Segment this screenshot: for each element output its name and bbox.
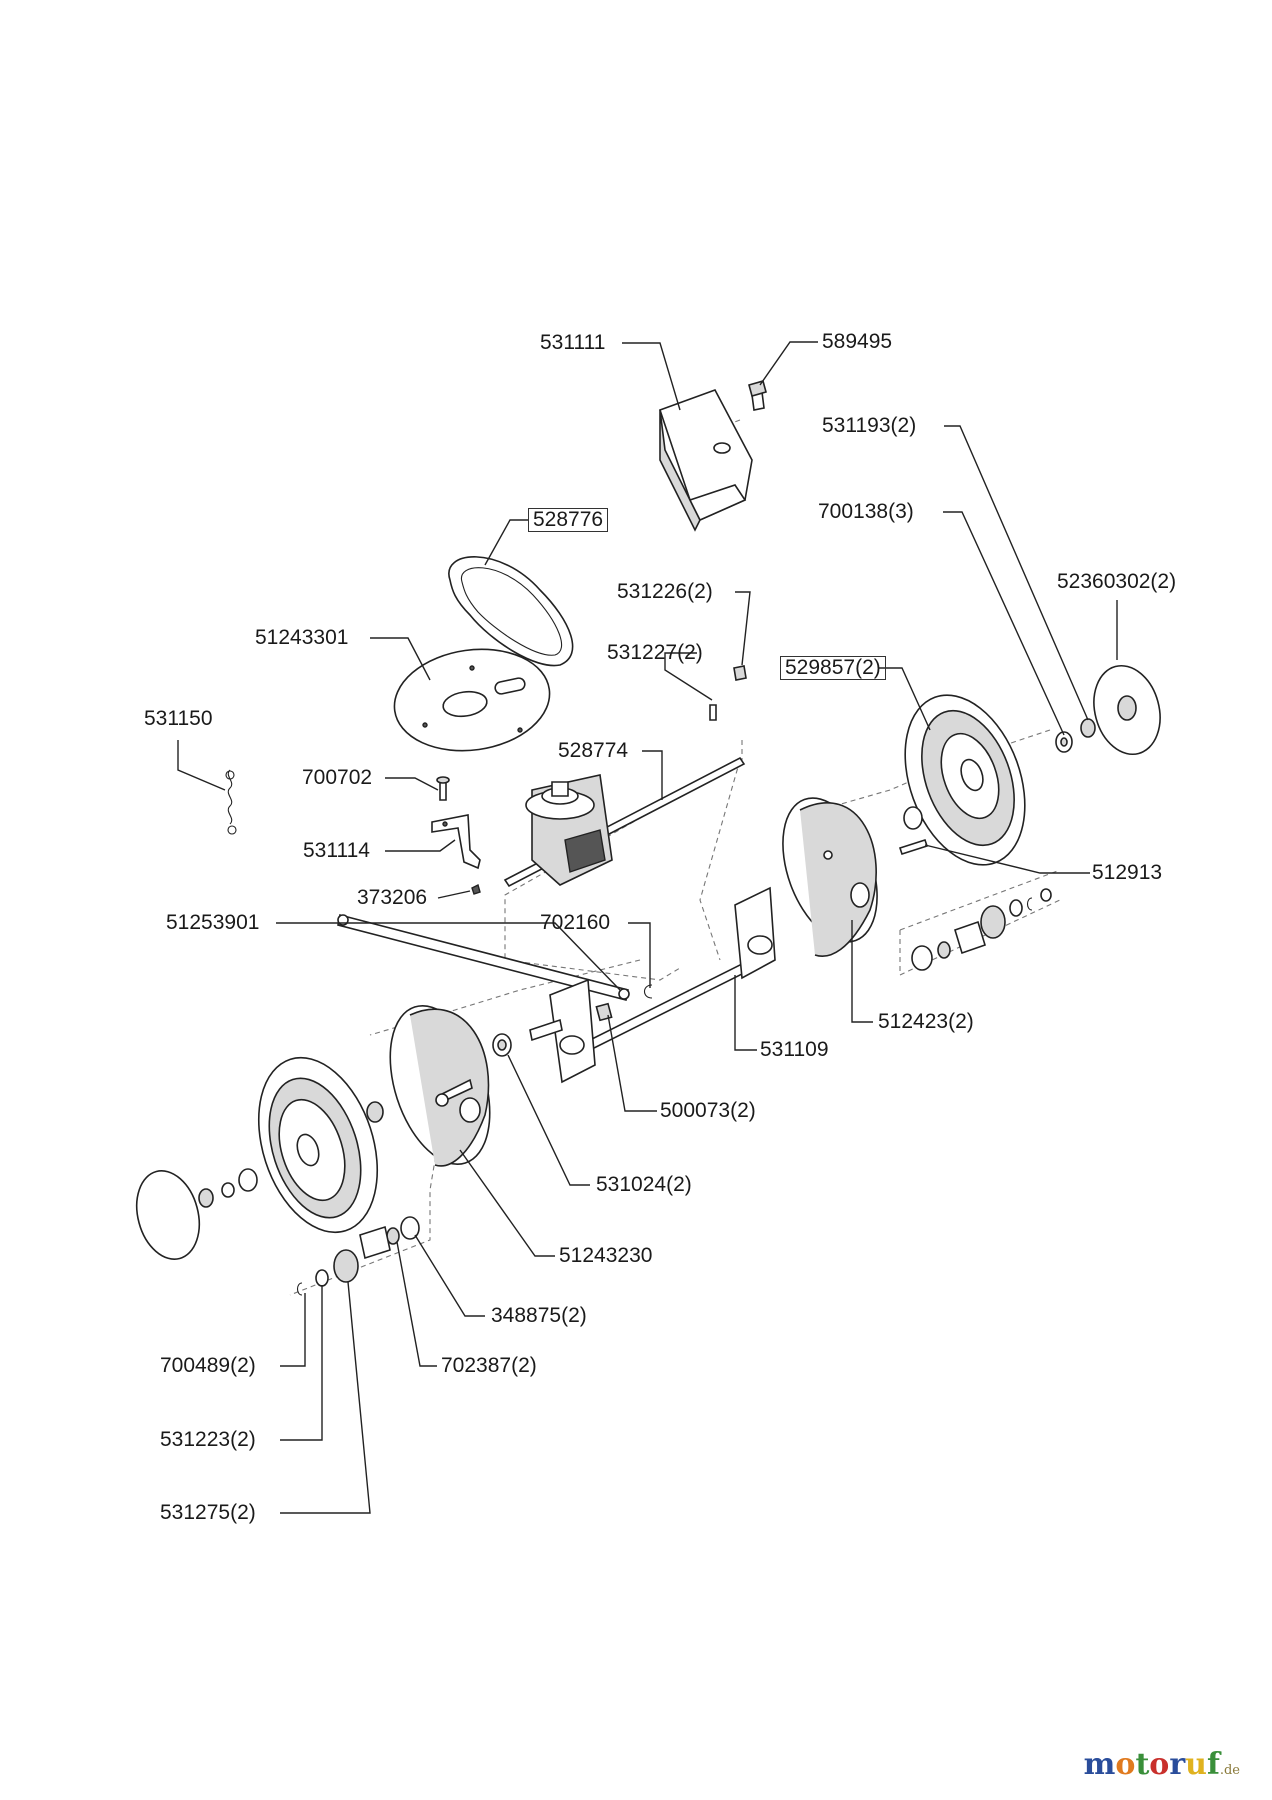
- part-wheel-left: [257, 1056, 379, 1234]
- part-529857-wheel-right: [904, 694, 1026, 866]
- label-700702: 700702: [302, 766, 373, 789]
- label-589495: 589495: [822, 330, 893, 353]
- label-531109: 531109: [760, 1038, 829, 1061]
- part-531227-pin: [709, 704, 717, 721]
- right-bushings: [903, 806, 1052, 971]
- part-531114-bracket: [431, 814, 481, 870]
- label-531223: 531223(2): [160, 1428, 256, 1451]
- label-528774: 528774: [558, 739, 629, 762]
- label-51243301: 51243301: [255, 626, 349, 649]
- label-512913: 512913: [1092, 861, 1163, 884]
- logo-letter: o: [1149, 1747, 1170, 1782]
- label-531114: 531114: [303, 839, 370, 862]
- part-700138-washer-right: [1055, 731, 1073, 753]
- label-528776: 528776: [528, 508, 609, 532]
- part-52360302-hubcap-right: [1093, 664, 1161, 756]
- label-51253901: 51253901: [166, 911, 260, 934]
- label-531111: 531111: [540, 331, 606, 354]
- label-531226: 531226(2): [617, 580, 713, 603]
- label-51243230: 51243230: [559, 1244, 653, 1267]
- part-531275-gear: [333, 1225, 391, 1283]
- logo-letter: r: [1169, 1747, 1186, 1782]
- left-hub-hardware: [198, 1101, 384, 1208]
- label-500073: 500073(2): [660, 1099, 756, 1122]
- part-512913-pin: [898, 838, 929, 856]
- part-348875-bushing: [400, 1216, 420, 1240]
- logo-letter: t: [1135, 1747, 1150, 1782]
- label-52360302: 52360302(2): [1057, 570, 1177, 593]
- part-700702-pin: [436, 776, 450, 801]
- logo-letter: m: [1083, 1747, 1116, 1782]
- logo-letter: u: [1185, 1747, 1207, 1782]
- label-700489: 700489(2): [160, 1354, 256, 1377]
- part-512423-wheel-cover-right: [782, 797, 878, 957]
- part-51243230-wheel-cover-left: [389, 1004, 491, 1167]
- label-373206: 373206: [357, 886, 428, 909]
- leader-lines: [177, 341, 1118, 1514]
- part-531193-nut-right: [1080, 718, 1096, 738]
- logo-suffix: .de: [1219, 1763, 1240, 1778]
- part-531111-bracket: [658, 389, 753, 532]
- logo-text: motoruf: [1084, 1747, 1220, 1782]
- part-589495-screw: [748, 380, 767, 411]
- label-512423: 512423(2): [878, 1010, 974, 1033]
- part-51243301-plate: [393, 648, 551, 752]
- label-531024: 531024(2): [596, 1173, 692, 1196]
- part-531226-key: [733, 665, 747, 681]
- part-531109-axle: [529, 886, 776, 1084]
- logo-letter: o: [1115, 1747, 1136, 1782]
- part-hubcap-left: [135, 1170, 201, 1260]
- part-528776-v-belt: [448, 556, 574, 667]
- alignment-lines: [289, 419, 1061, 1296]
- label-702160: 702160: [540, 911, 611, 934]
- part-528774-gearbox: [503, 756, 746, 888]
- motoruf-logo: motoruf.de: [1084, 1747, 1240, 1782]
- label-531193: 531193(2): [822, 414, 917, 437]
- label-700138: 700138(3): [818, 500, 914, 523]
- label-531150: 531150: [144, 707, 213, 730]
- label-531275: 531275(2): [160, 1501, 256, 1524]
- label-348875: 348875(2): [491, 1304, 587, 1327]
- part-702160-clip: [643, 984, 653, 999]
- part-373206-clip: [471, 883, 481, 895]
- label-702387: 702387(2): [441, 1354, 537, 1377]
- part-531024-washer: [492, 1033, 512, 1057]
- logo-letter: f: [1206, 1747, 1220, 1782]
- part-531223-washer: [315, 1269, 329, 1287]
- part-531150-spring: [225, 769, 237, 835]
- label-529857: 529857(2): [780, 656, 886, 680]
- part-500073-nut: [595, 1002, 613, 1022]
- part-700489-clip: [296, 1282, 303, 1296]
- label-531227: 531227(2): [607, 641, 703, 664]
